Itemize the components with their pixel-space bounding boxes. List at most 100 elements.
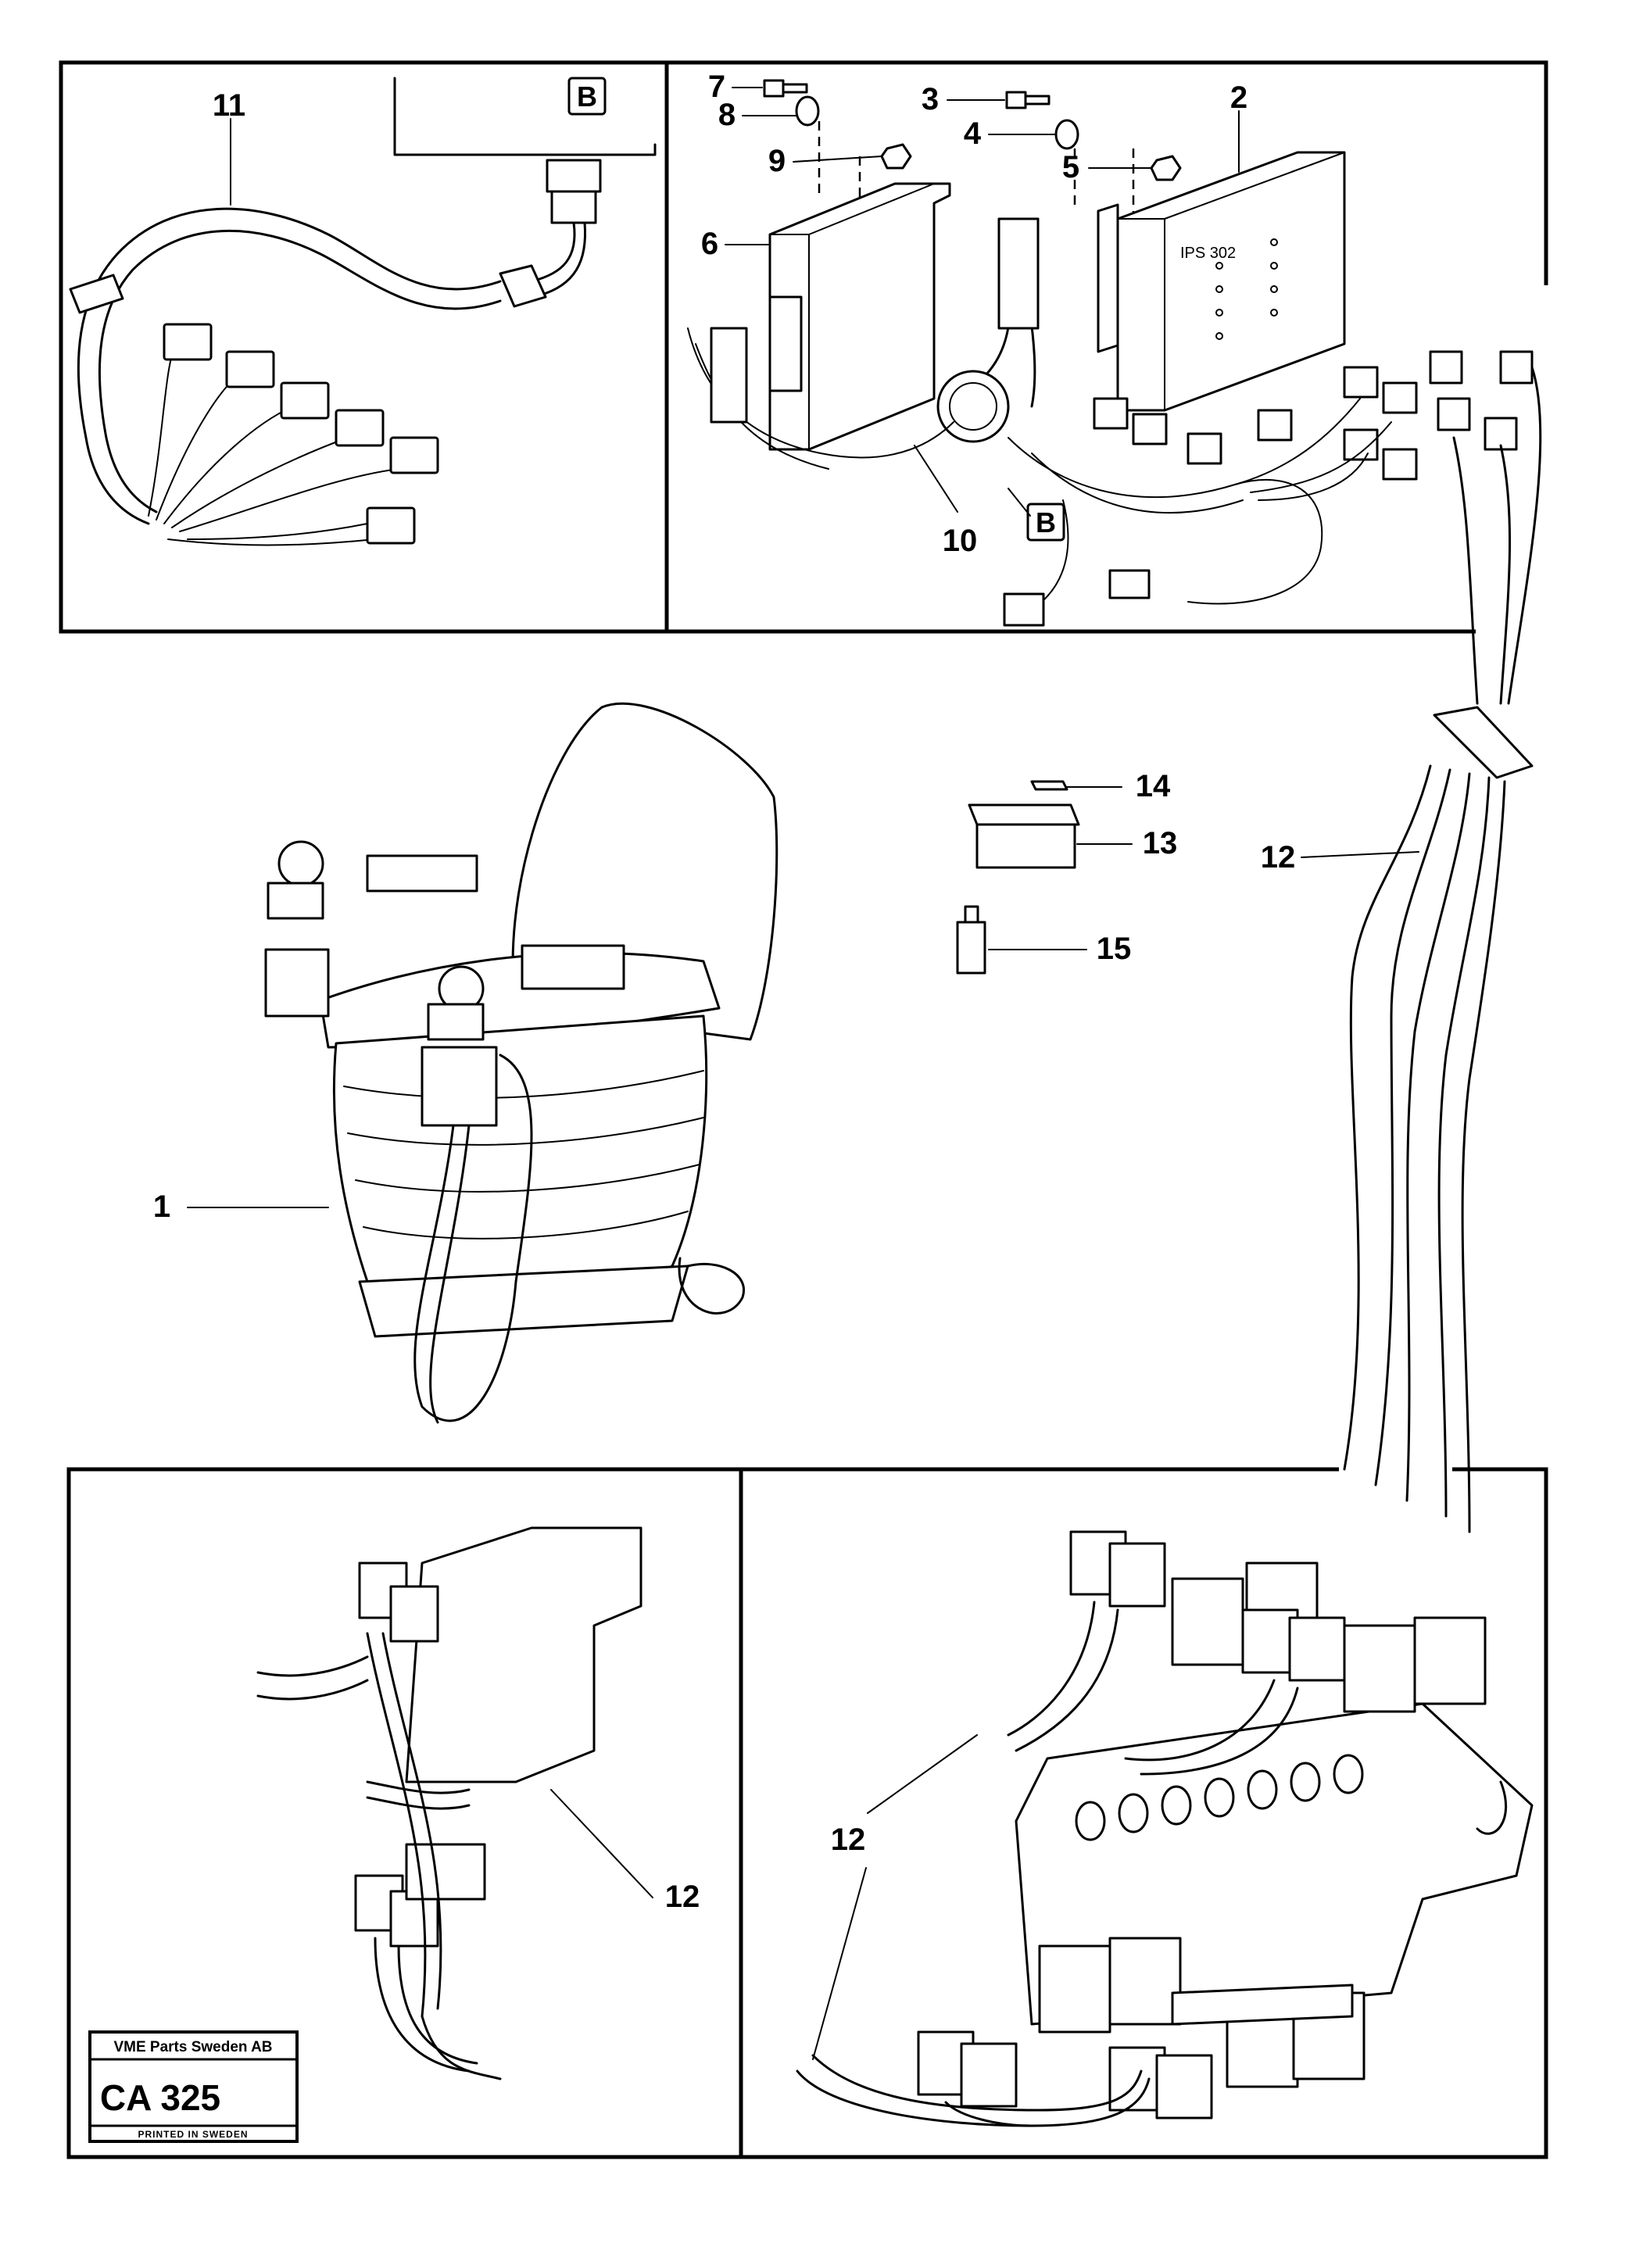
callout-3: 3 bbox=[922, 82, 939, 116]
connector-b-label-bottom: B bbox=[1036, 506, 1056, 538]
unit-connector-10 bbox=[997, 217, 1040, 330]
callout-2: 2 bbox=[1230, 80, 1247, 115]
plug bbox=[1093, 397, 1129, 430]
joystick-cable bbox=[413, 1054, 533, 1422]
callout-15: 15 bbox=[1097, 932, 1132, 966]
plug bbox=[1382, 448, 1418, 481]
harness-12-right bbox=[1007, 1601, 1119, 1752]
rocker-switch-13 bbox=[968, 803, 1080, 869]
plug bbox=[1003, 592, 1045, 627]
washer-4 bbox=[1054, 119, 1079, 150]
harness-12-illustration bbox=[1343, 350, 1542, 1533]
callout-14: 14 bbox=[1136, 769, 1171, 803]
leader-12-left bbox=[550, 1789, 653, 1898]
connector-b-bracket bbox=[393, 77, 657, 156]
switch-cap-14 bbox=[1030, 780, 1068, 791]
unit-2-indicators bbox=[1215, 238, 1278, 340]
plug bbox=[1343, 366, 1379, 399]
plug bbox=[1187, 432, 1222, 465]
harness-12-left bbox=[374, 1937, 478, 2073]
plug bbox=[1429, 350, 1463, 385]
panel-valve-left-frame bbox=[66, 1467, 743, 2159]
solenoid-valves-lower bbox=[917, 1937, 1366, 2120]
bellows-folds bbox=[343, 1070, 704, 1240]
harness-12-wire bbox=[1437, 776, 1491, 1518]
wire bbox=[687, 327, 954, 459]
stamp-code: CA 325 bbox=[100, 2077, 220, 2118]
seat-cable-loop bbox=[678, 1257, 746, 1315]
round-connector-b bbox=[546, 159, 602, 224]
callout-9: 9 bbox=[768, 144, 786, 178]
valve-right-illustration bbox=[796, 1530, 1534, 2127]
fitting bbox=[1476, 1780, 1508, 1835]
callout-12-right: 12 bbox=[831, 1823, 866, 1857]
joystick-right bbox=[421, 965, 498, 1127]
connector-b-label-top: B bbox=[577, 80, 597, 113]
leader-b bbox=[1008, 488, 1031, 517]
valve-left-illustration bbox=[256, 1526, 642, 2080]
harness-12-right-lower bbox=[944, 2101, 1033, 2127]
grommet-plate bbox=[1433, 706, 1534, 779]
harness-11-sheath-outer bbox=[77, 207, 502, 525]
valve-block bbox=[405, 1526, 642, 1783]
connector-bend bbox=[530, 221, 587, 297]
nut-9 bbox=[880, 143, 912, 170]
valve-ports bbox=[1075, 1754, 1364, 1841]
screw-7 bbox=[763, 79, 808, 98]
callout-labels: 11 7 8 9 6 3 4 5 2 10 1 14 13 15 12 12 1… bbox=[153, 70, 1295, 1914]
plug bbox=[335, 409, 385, 447]
plug bbox=[280, 381, 330, 420]
hose bbox=[256, 1655, 369, 1701]
joystick-cable bbox=[429, 1124, 471, 1424]
module-marking: IPS 302 bbox=[1180, 245, 1236, 262]
switch-parts bbox=[956, 780, 1080, 975]
harness-12-wire bbox=[1374, 768, 1451, 1486]
callout-13: 13 bbox=[1143, 826, 1178, 860]
harness-12-left bbox=[366, 1632, 502, 2080]
callout-12-left: 12 bbox=[665, 1880, 700, 1914]
solenoid bbox=[389, 1585, 439, 1643]
unit-6-socket bbox=[768, 295, 803, 392]
sheath-clip bbox=[69, 274, 124, 314]
plug bbox=[366, 506, 416, 545]
stamp-company: VME Parts Sweden AB bbox=[113, 2039, 272, 2055]
plug bbox=[1437, 397, 1471, 431]
unit-6-edges bbox=[769, 183, 935, 450]
lower-valve bbox=[405, 1843, 486, 1901]
unit-2-bracket bbox=[1097, 203, 1119, 353]
leader-12-right bbox=[867, 1734, 978, 1814]
harness-11-plugs bbox=[163, 323, 439, 545]
plug bbox=[163, 323, 213, 361]
control-units-illustration bbox=[687, 79, 1418, 627]
harness-11-illustration bbox=[69, 77, 657, 546]
panel-frames bbox=[59, 60, 1548, 2159]
wire bbox=[1031, 453, 1244, 514]
callout-12-top: 12 bbox=[1261, 840, 1296, 875]
control-unit-2 bbox=[1116, 151, 1346, 412]
screw-3 bbox=[1005, 91, 1051, 109]
callout-7: 7 bbox=[708, 70, 725, 104]
joystick-left bbox=[264, 840, 330, 1018]
push-switch-15 bbox=[956, 905, 986, 975]
leader-12-right-lower bbox=[812, 1867, 867, 2060]
harness-12-wire bbox=[1343, 764, 1432, 1471]
callout-10: 10 bbox=[943, 524, 978, 558]
callout-11: 11 bbox=[213, 88, 245, 123]
harness-12-right bbox=[1124, 1679, 1299, 1776]
harness-11-sheath-inner bbox=[98, 229, 502, 513]
round-connector-10 bbox=[936, 370, 1010, 443]
plug bbox=[710, 327, 748, 424]
callout-8: 8 bbox=[718, 98, 736, 132]
harness-12-wire bbox=[1461, 780, 1506, 1533]
control-unit-6 bbox=[768, 182, 951, 451]
solenoid bbox=[389, 1890, 439, 1948]
panel-harness-frame bbox=[59, 60, 669, 634]
leader-lines bbox=[187, 87, 1419, 2060]
callout-4: 4 bbox=[964, 116, 982, 151]
callout-1: 1 bbox=[153, 1189, 170, 1224]
wire bbox=[1008, 437, 1323, 605]
connector-nut bbox=[499, 264, 547, 308]
armrest-left bbox=[366, 854, 478, 893]
plug bbox=[1257, 409, 1293, 442]
